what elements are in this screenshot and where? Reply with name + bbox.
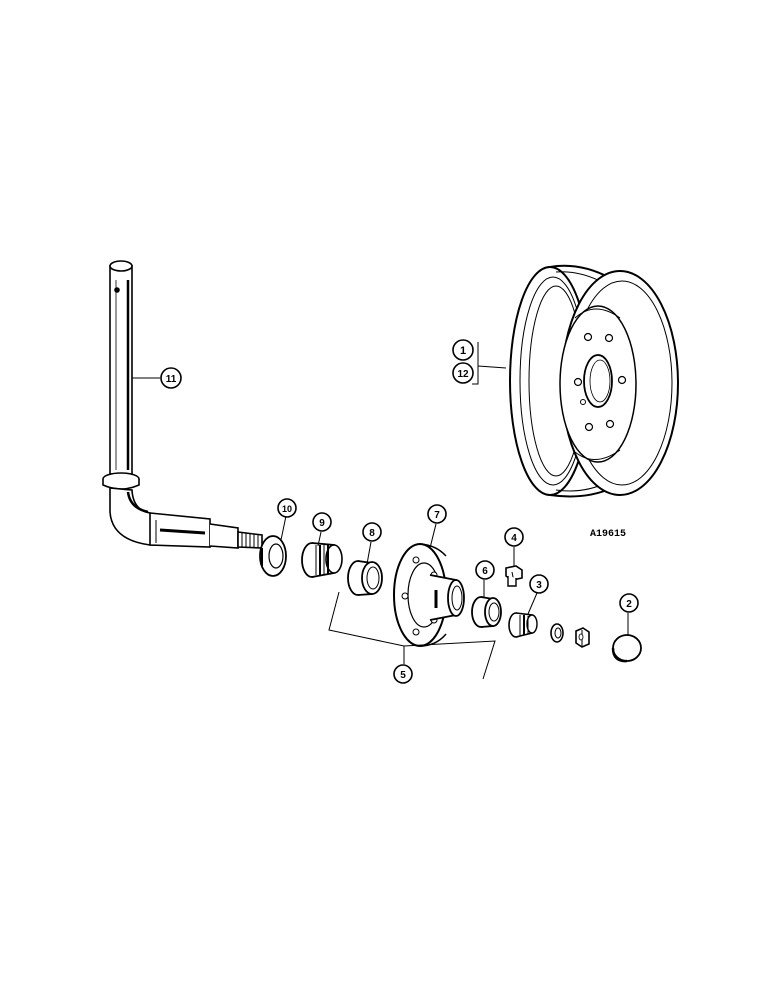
svg-text:4: 4 bbox=[511, 533, 517, 544]
nut-part bbox=[575, 627, 590, 648]
svg-text:2: 2 bbox=[626, 599, 632, 610]
svg-text:7: 7 bbox=[434, 510, 440, 521]
callout-6: 6 bbox=[475, 560, 495, 580]
seal-part bbox=[259, 535, 287, 577]
callout-2: 2 bbox=[619, 593, 639, 613]
wheel-rim-part bbox=[509, 264, 679, 498]
svg-text:12: 12 bbox=[457, 369, 469, 380]
callout-12: 12 bbox=[452, 362, 474, 384]
hub-cap-part bbox=[611, 634, 642, 663]
svg-text:3: 3 bbox=[536, 580, 542, 591]
callout-1: 1 bbox=[452, 339, 474, 361]
hub-part bbox=[393, 543, 465, 647]
callout-10: 10 bbox=[277, 498, 297, 518]
inner-bearing-cone-part bbox=[301, 542, 343, 578]
callout-3: 3 bbox=[529, 574, 549, 594]
bolt-part bbox=[505, 565, 523, 587]
inner-bearing-cup-part bbox=[347, 560, 383, 596]
svg-text:5: 5 bbox=[400, 670, 406, 681]
callout-11: 11 bbox=[160, 367, 182, 389]
callout-9: 9 bbox=[312, 512, 332, 532]
outer-bearing-cup-part bbox=[471, 596, 502, 628]
svg-text:1: 1 bbox=[460, 345, 466, 357]
svg-text:6: 6 bbox=[482, 566, 488, 577]
reference-code: A19615 bbox=[590, 529, 626, 540]
svg-text:11: 11 bbox=[166, 374, 177, 385]
svg-text:10: 10 bbox=[282, 504, 292, 514]
callout-7: 7 bbox=[427, 504, 447, 524]
svg-text:9: 9 bbox=[319, 518, 325, 529]
svg-text:8: 8 bbox=[369, 528, 375, 539]
callout-8: 8 bbox=[362, 522, 382, 542]
callout-4: 4 bbox=[504, 527, 524, 547]
leader-lines bbox=[132, 342, 629, 680]
outer-bearing-cone-part bbox=[508, 612, 538, 638]
washer-part bbox=[550, 623, 564, 643]
spindle-part bbox=[102, 260, 263, 549]
callout-5: 5 bbox=[393, 664, 413, 684]
